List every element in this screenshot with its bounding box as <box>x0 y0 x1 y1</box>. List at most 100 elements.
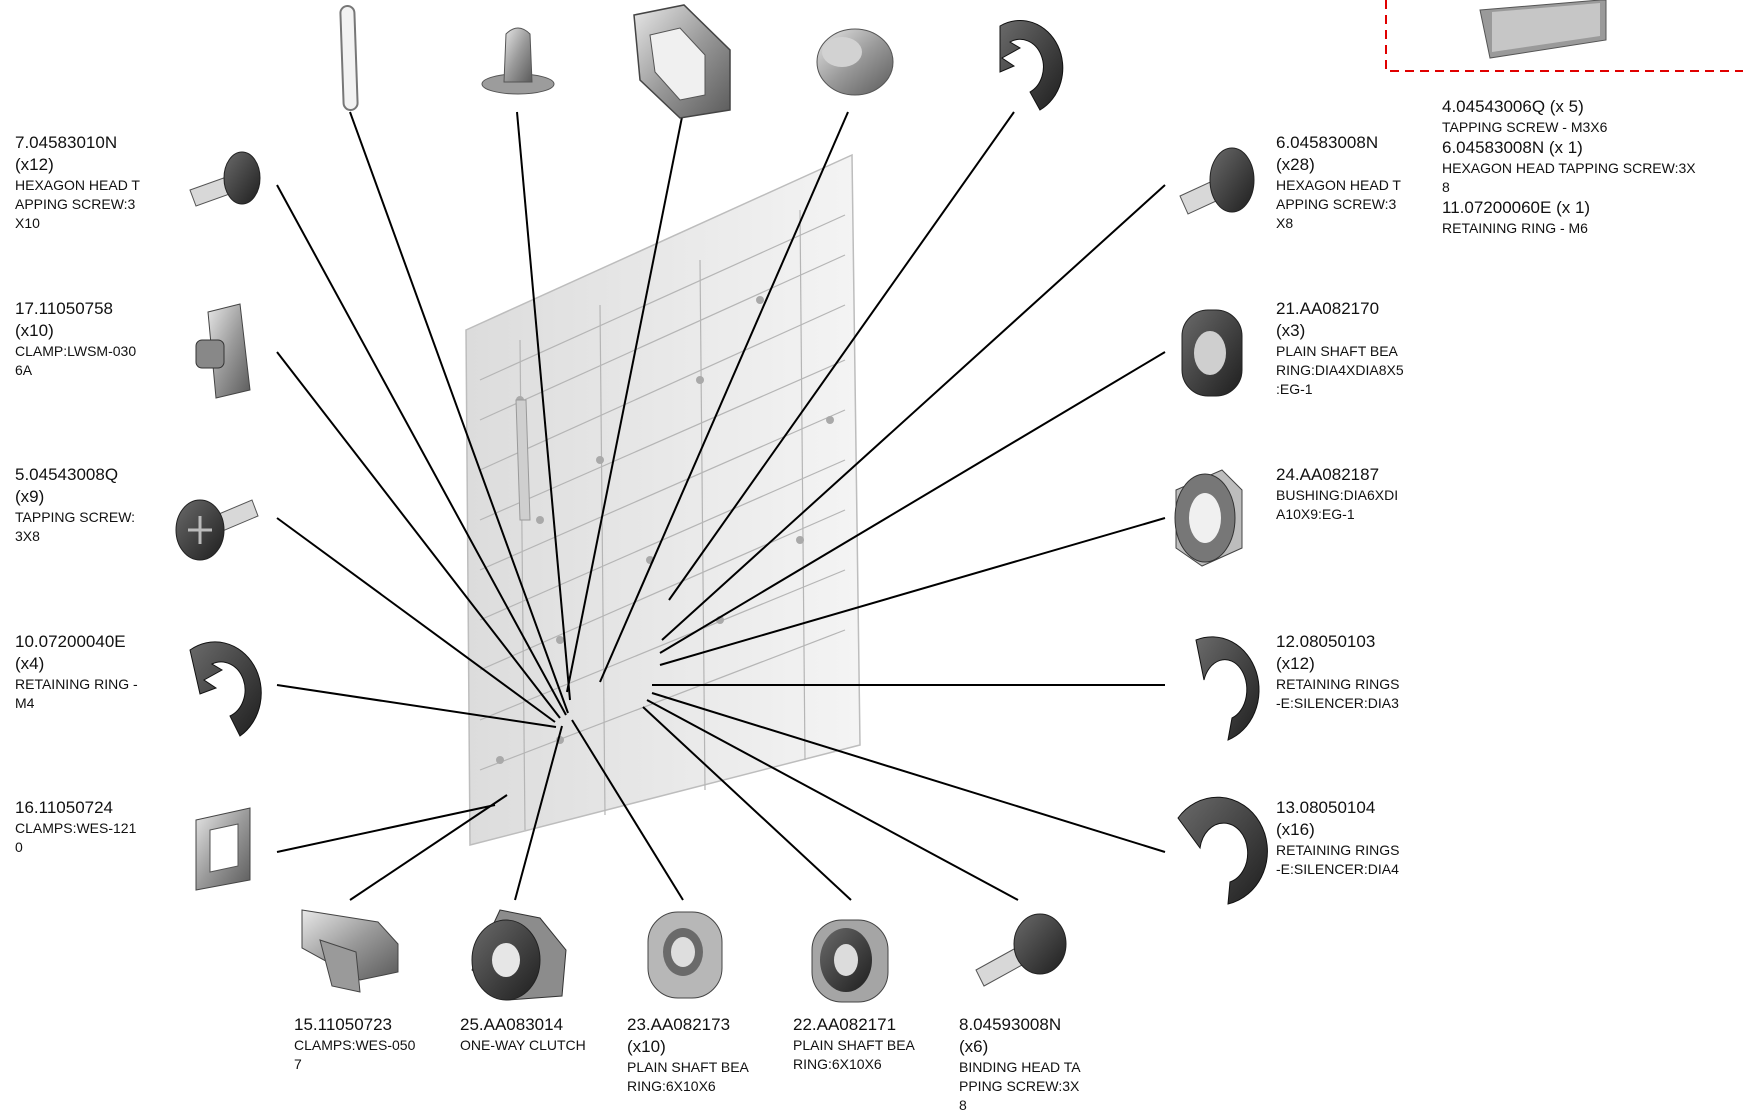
leader-line <box>659 517 1166 666</box>
part-label-21: 21.AA082170 (x3) PLAIN SHAFT BEA RING:DI… <box>1276 298 1436 399</box>
leader-line <box>571 719 684 901</box>
part-description: PLAIN SHAFT BEA <box>793 1037 915 1053</box>
part-label-25: 25.AA083014 ONE-WAY CLUTCH <box>460 1014 620 1055</box>
leader-line <box>349 111 569 714</box>
stud-icon <box>481 27 555 95</box>
leader-line <box>599 111 849 683</box>
part-description: BINDING HEAD TA <box>959 1059 1081 1075</box>
bearing-icon <box>647 911 723 999</box>
inset-item: 11.07200060E (x 1) RETAINING RING - M6 <box>1442 197 1742 238</box>
inset-frame <box>1385 0 1743 72</box>
part-number: 10.07200040E <box>15 632 126 651</box>
inset-parts-list: 4.04543006Q (x 5) TAPPING SCREW - M3X6 6… <box>1442 96 1742 238</box>
leader-line <box>276 184 567 716</box>
leader-line <box>651 692 1166 853</box>
bracket-clip-icon <box>633 4 731 119</box>
leader-line <box>276 684 557 728</box>
clamp-icon <box>195 303 251 399</box>
inset-part-number: 6.04583008N (x 1) <box>1442 138 1583 157</box>
leader-line <box>514 725 563 901</box>
part-quantity: (x4) <box>15 654 45 673</box>
leader-line <box>668 111 1015 601</box>
part-description: TAPPING SCREW: <box>15 509 136 525</box>
part-description: X10 <box>15 215 40 231</box>
part-quantity: (x10) <box>627 1037 666 1056</box>
part-quantity: (x10) <box>15 321 54 340</box>
inset-part-description: 8 <box>1442 179 1450 195</box>
inset-part-description: HEXAGON HEAD TAPPING SCREW:3X <box>1442 160 1696 176</box>
part-label-10: 10.07200040E (x4) RETAINING RING - M4 <box>15 631 165 713</box>
part-description: 8 <box>959 1097 967 1113</box>
part-number: 25.AA083014 <box>460 1015 564 1034</box>
part-description: HEXAGON HEAD T <box>15 177 140 193</box>
leader-line <box>566 111 684 693</box>
part-quantity: (x6) <box>959 1037 989 1056</box>
part-label-13: 13.08050104 (x16) RETAINING RINGS -E:SIL… <box>1276 797 1436 879</box>
inset-part-description: RETAINING RING - M6 <box>1442 220 1588 236</box>
leader-line <box>516 111 571 701</box>
part-label-15: 15.11050723 CLAMPS:WES-050 7 <box>294 1014 444 1074</box>
part-number: 23.AA082173 <box>627 1015 731 1034</box>
part-description: RETAINING RING - <box>15 676 138 692</box>
part-quantity: (x28) <box>1276 155 1315 174</box>
leader-line <box>276 804 496 853</box>
part-quantity: (x16) <box>1276 820 1315 839</box>
knob-icon <box>816 28 894 96</box>
part-description: RING:6X10X6 <box>627 1078 716 1094</box>
part-label-12: 12.08050103 (x12) RETAINING RINGS -E:SIL… <box>1276 631 1436 713</box>
part-description: 3X8 <box>15 528 40 544</box>
part-label-22: 22.AA082171 PLAIN SHAFT BEA RING:6X10X6 <box>793 1014 943 1074</box>
inset-part-number: 11.07200060E (x 1) <box>1442 198 1591 217</box>
part-description: RETAINING RINGS <box>1276 676 1400 692</box>
part-label-16: 16.11050724 CLAMPS:WES-121 0 <box>15 797 165 857</box>
part-number: 17.11050758 <box>15 299 114 318</box>
clutch-icon <box>471 909 567 1001</box>
tapping-screw-icon <box>175 499 259 561</box>
part-number: 15.11050723 <box>294 1015 393 1034</box>
leader-line <box>642 706 852 901</box>
part-description: 0 <box>15 839 23 855</box>
part-number: 16.11050724 <box>15 798 114 817</box>
part-label-5: 5.04543008Q (x9) TAPPING SCREW: 3X8 <box>15 464 165 546</box>
leader-line <box>646 699 1019 901</box>
part-number: 5.04543008Q <box>15 465 119 484</box>
part-description: HEXAGON HEAD T <box>1276 177 1401 193</box>
bearing-icon <box>811 919 889 1003</box>
part-quantity: (x12) <box>1276 654 1315 673</box>
silencer-ring-icon <box>1177 796 1268 905</box>
spring-pin-icon <box>339 5 359 111</box>
retaining-ring-icon <box>999 19 1064 111</box>
part-description: CLAMPS:WES-050 <box>294 1037 416 1053</box>
part-number: 13.08050104 <box>1276 798 1376 817</box>
inset-part-description: TAPPING SCREW - M3X6 <box>1442 119 1608 135</box>
part-label-23: 23.AA082173 (x10) PLAIN SHAFT BEA RING:6… <box>627 1014 777 1096</box>
clamp-frame-icon <box>195 807 251 891</box>
part-description: ONE-WAY CLUTCH <box>460 1037 586 1053</box>
silencer-ring-icon <box>1195 636 1260 741</box>
main-assembly <box>465 153 861 846</box>
part-label-24: 24.AA082187 BUSHING:DIA6XDI A10X9:EG-1 <box>1276 464 1436 524</box>
part-label-8: 8.04593008N (x6) BINDING HEAD TA PPING S… <box>959 1014 1109 1115</box>
inset-part-number: 4.04543006Q (x 5) <box>1442 97 1584 116</box>
part-label-7: 7.04583010N (x12) HEXAGON HEAD T APPING … <box>15 132 165 233</box>
part-number: 7.04583010N <box>15 133 118 152</box>
inset-item: 6.04583008N (x 1) HEXAGON HEAD TAPPING S… <box>1442 137 1742 197</box>
leader-line <box>349 794 508 901</box>
part-description: CLAMPS:WES-121 <box>15 820 137 836</box>
inset-item: 4.04543006Q (x 5) TAPPING SCREW - M3X6 <box>1442 96 1742 137</box>
part-number: 22.AA082171 <box>793 1015 897 1034</box>
hex-screw-icon <box>189 151 261 207</box>
leader-line <box>661 184 1166 641</box>
part-description: :EG-1 <box>1276 381 1313 397</box>
part-description: 7 <box>294 1056 302 1072</box>
retaining-ring-icon <box>189 641 262 737</box>
part-description: -E:SILENCER:DIA3 <box>1276 695 1399 711</box>
part-description: X8 <box>1276 215 1294 231</box>
part-description: PPING SCREW:3X <box>959 1078 1080 1094</box>
part-description: PLAIN SHAFT BEA <box>1276 343 1398 359</box>
part-number: 21.AA082170 <box>1276 299 1380 318</box>
leader-line <box>276 517 556 723</box>
part-description: APPING SCREW:3 <box>15 196 136 212</box>
part-label-17: 17.11050758 (x10) CLAMP:LWSM-030 6A <box>15 298 165 380</box>
